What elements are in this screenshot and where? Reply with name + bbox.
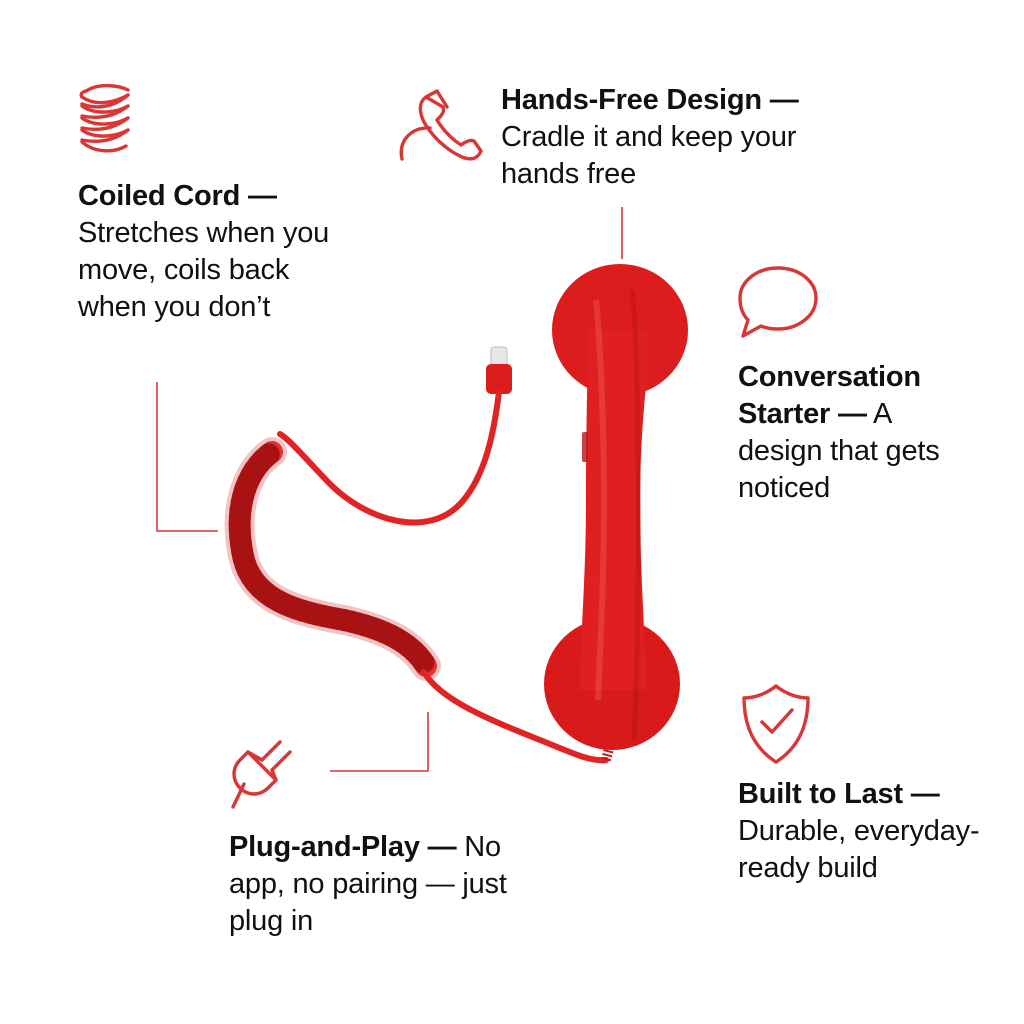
callout-description: A design that gets noticed — [738, 398, 940, 504]
callout-description: Durable, everyday-ready build — [738, 815, 980, 884]
callout-built-to-last: Built to Last — Durable, everyday-ready … — [738, 776, 998, 887]
callout-conversation-starter: Conversation Starter — A design that get… — [738, 359, 968, 507]
coil-spring-icon — [79, 83, 130, 153]
phone-receiver-icon — [399, 89, 483, 161]
usb-connector — [486, 346, 512, 394]
callout-title: Coiled Cord — — [78, 180, 277, 212]
callout-title: Conversation Starter — — [738, 361, 921, 430]
coiled-cord — [224, 437, 441, 681]
leader-line-plug — [330, 712, 429, 772]
callout-description: Stretches when you move, coils back when… — [78, 217, 330, 323]
handset — [544, 264, 688, 750]
callout-description: No app, no pairing — just plug in — [229, 831, 507, 937]
callout-title: Hands-Free Design — — [501, 84, 799, 116]
shield-check-icon — [742, 684, 810, 764]
speech-bubble-icon — [738, 266, 818, 338]
callout-hands-free: Hands-Free Design — Cradle it and keep y… — [501, 82, 861, 193]
leader-line-coiled-cord — [156, 382, 218, 532]
handset-cord — [421, 669, 609, 764]
callout-description: Cradle it and keep your hands free — [501, 121, 797, 190]
callout-coiled-cord: Coiled Cord — Stretches when you move, c… — [78, 178, 338, 326]
plug-icon — [231, 740, 292, 809]
callout-title: Built to Last — — [738, 778, 940, 810]
leader-lines — [156, 207, 623, 772]
callout-plug-and-play: Plug-and-Play — No app, no pairing — jus… — [229, 829, 559, 940]
callout-title: Plug-and-Play — — [229, 831, 457, 863]
flat-cable — [277, 389, 502, 526]
